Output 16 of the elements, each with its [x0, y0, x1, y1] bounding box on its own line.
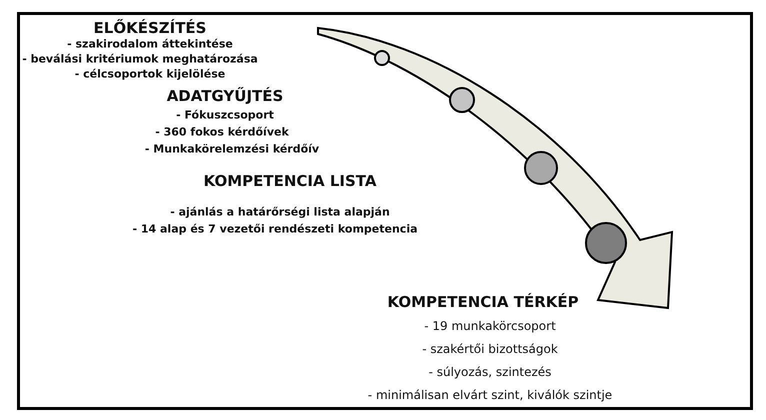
stage-item: - minimálisan elvárt szint, kiválók szintje: [368, 388, 612, 402]
stage-item: - súlyozás, szintezés: [428, 365, 552, 379]
stage-heading: ADATGYŰJTÉS: [166, 87, 284, 105]
stage-heading: KOMPETENCIA LISTA: [204, 172, 376, 190]
stage-item: - 19 munkakörcsoport: [424, 319, 556, 333]
stage-item: - célcsoportok kijelölése: [74, 68, 226, 80]
stage-item: - 360 fokos kérdőívek: [155, 126, 289, 138]
stage-item: - 14 alap és 7 vezetői rendészeti kompetencia: [132, 222, 418, 236]
stage-heading: KOMPETENCIA TÉRKÉP: [387, 293, 579, 311]
stage-item: - Fókuszcsoport: [176, 108, 274, 122]
stage-item: - ajánlás a határőrségi lista alapján: [170, 206, 390, 218]
stage-item: - szakértői bizottságok: [422, 342, 558, 356]
stage-item: - szakirodalom áttekintése: [67, 38, 233, 50]
stage-item: - beválási kritériumok meghatározása: [22, 52, 258, 66]
stage-item: - Munkakörelemzési kérdőív: [144, 142, 320, 156]
stage-heading: ELŐKÉSZÍTÉS: [94, 19, 206, 37]
